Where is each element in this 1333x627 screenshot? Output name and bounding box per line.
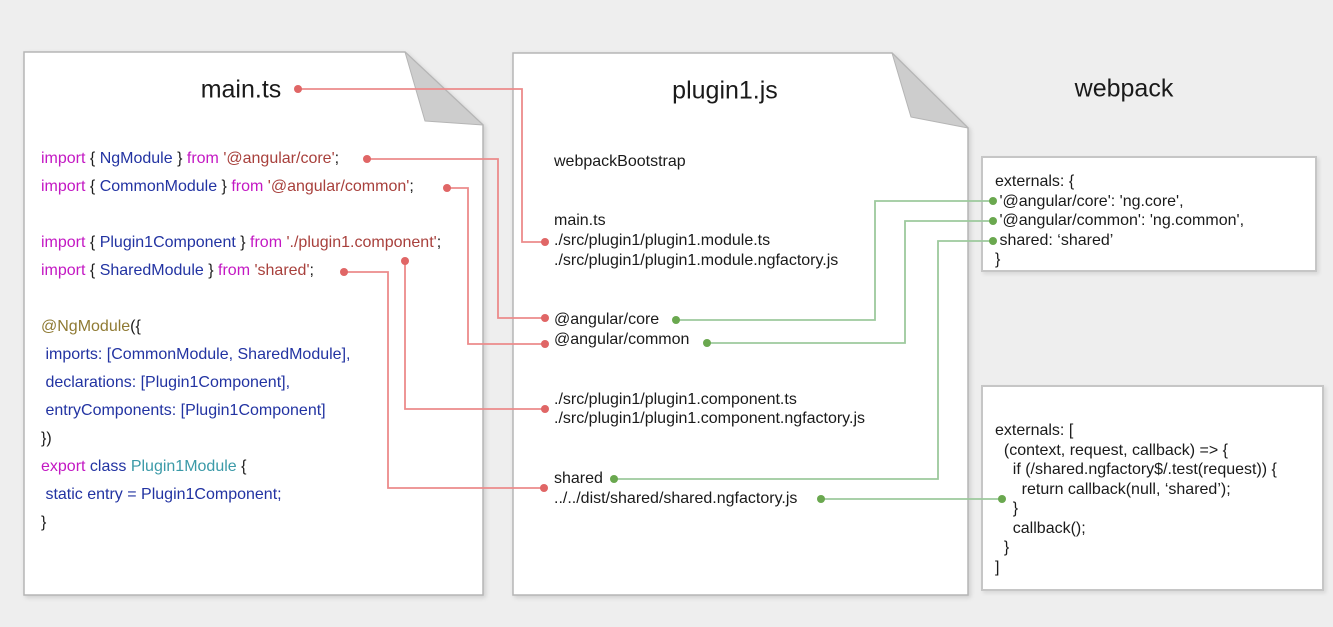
code-token: }: [235, 234, 251, 251]
text-line: if (/shared.ngfactory$/.test(request)) {: [995, 461, 1277, 478]
text-line: import { NgModule } from '@angular/core'…: [41, 145, 441, 173]
text-line: [41, 201, 441, 229]
code-token: ;: [334, 150, 340, 167]
text-line: externals: {: [995, 173, 1075, 190]
text-line: externals: [: [995, 422, 1074, 439]
code-token: static entry = Plugin1Component;: [41, 486, 282, 503]
plugin1-js-title: plugin1.js: [672, 76, 778, 105]
webpack-externals-fn-code: externals: [ (context, request, callback…: [983, 387, 1322, 577]
code-token: 'shared': [254, 262, 310, 279]
code-token: }): [41, 430, 52, 447]
text-line: [554, 370, 865, 390]
text-line: [554, 291, 865, 311]
main-ts-code: import { NgModule } from '@angular/core'…: [41, 145, 441, 537]
text-line: import { CommonModule } from '@angular/c…: [41, 173, 441, 201]
text-line: main.ts: [554, 212, 606, 230]
text-line: '@angular/core': 'ng.core',: [995, 192, 1184, 210]
code-token: }: [41, 514, 47, 531]
code-token: Plugin1Component: [99, 234, 236, 251]
text-line: shared: ‘shared’: [995, 231, 1114, 249]
code-token: export: [41, 458, 90, 475]
code-token: './plugin1.component': [286, 234, 437, 251]
code-token: ;: [309, 262, 314, 279]
code-token: from: [218, 262, 255, 279]
webpack-externals-map-box: externals: { '@angular/core': 'ng.core',…: [981, 156, 1317, 272]
code-token: declarations: [Plugin1Component],: [41, 374, 291, 391]
code-token: NgModule: [99, 150, 173, 167]
text-line: ./src/plugin1/plugin1.module.ngfactory.j…: [554, 251, 839, 269]
code-token: ;: [436, 234, 442, 251]
code-token: {: [89, 234, 100, 251]
code-token: entryComponents: [Plugin1Component]: [41, 402, 326, 419]
code-token: ;: [409, 178, 414, 195]
text-line: }: [995, 539, 1010, 556]
text-line: callback();: [995, 519, 1086, 537]
text-line: }: [995, 500, 1019, 517]
code-token: from: [231, 178, 268, 195]
text-line: @angular/core: [554, 311, 660, 329]
code-token: '@angular/core': [223, 150, 335, 167]
code-token: from: [186, 150, 224, 167]
text-line: }): [41, 425, 441, 453]
plugin1-js-module-list: webpackBootstrap main.ts ./src/plugin1/pl…: [554, 152, 865, 508]
code-token: imports: [CommonModule, SharedModule],: [41, 346, 351, 363]
webpack-title: webpack: [1074, 74, 1174, 103]
text-line: }: [995, 251, 1001, 268]
text-line: [554, 172, 865, 192]
code-token: class: [89, 458, 131, 475]
code-token: }: [172, 150, 187, 167]
main-ts-title: main.ts: [200, 75, 282, 104]
code-token: CommonModule: [99, 178, 218, 195]
code-token: {: [236, 458, 247, 475]
code-token: import: [41, 262, 90, 279]
text-line: export class Plugin1Module {: [41, 453, 441, 481]
plugin1-js-dogear-fold-icon: [891, 52, 969, 129]
code-token: {: [89, 150, 100, 167]
code-token: import: [41, 150, 90, 167]
text-line: [554, 449, 865, 469]
code-token: }: [217, 178, 232, 195]
code-token: }: [203, 262, 219, 279]
code-token: from: [250, 234, 287, 251]
text-line: [554, 350, 865, 370]
text-line: @NgModule({: [41, 313, 441, 341]
text-line: [41, 285, 441, 313]
code-token: @NgModule: [41, 318, 131, 335]
code-token: {: [89, 262, 100, 279]
text-line: entryComponents: [Plugin1Component]: [41, 397, 441, 425]
code-token: ({: [130, 318, 141, 335]
text-line: webpackBootstrap: [554, 153, 686, 170]
webpack-externals-fn-box: externals: [ (context, request, callback…: [981, 385, 1324, 591]
code-token: import: [41, 178, 90, 195]
code-token: {: [89, 178, 100, 195]
text-line: static entry = Plugin1Component;: [41, 481, 441, 509]
text-line: ./src/plugin1/plugin1.module.ts: [554, 232, 771, 250]
text-line: ]: [995, 558, 1000, 576]
code-token: Plugin1Module: [130, 458, 237, 475]
text-line: ./src/plugin1/plugin1.component.ngfactor…: [554, 410, 865, 428]
text-line: imports: [CommonModule, SharedModule],: [41, 341, 441, 369]
text-line: ./src/plugin1/plugin1.component.ts: [554, 390, 797, 408]
text-line: return callback(null, ‘shared’);: [995, 480, 1231, 498]
code-token: '@angular/common': [267, 178, 410, 195]
webpack-externals-map-code: externals: { '@angular/core': 'ng.core',…: [983, 158, 1315, 270]
text-line: import { Plugin1Component } from './plug…: [41, 229, 441, 257]
code-token: SharedModule: [99, 262, 204, 279]
text-line: ../../dist/shared/shared.ngfactory.js: [554, 489, 798, 507]
text-line: (context, request, callback) => {: [995, 441, 1229, 459]
text-line: [554, 429, 865, 449]
text-line: }: [41, 509, 441, 537]
text-line: [554, 192, 865, 212]
text-line: [554, 271, 865, 291]
text-line: shared: [554, 469, 603, 487]
code-token: import: [41, 234, 90, 251]
text-line: declarations: [Plugin1Component],: [41, 369, 441, 397]
text-line: @angular/common: [554, 331, 690, 349]
text-line: import { SharedModule } from 'shared';: [41, 257, 441, 285]
text-line: '@angular/common': 'ng.common',: [995, 212, 1245, 229]
